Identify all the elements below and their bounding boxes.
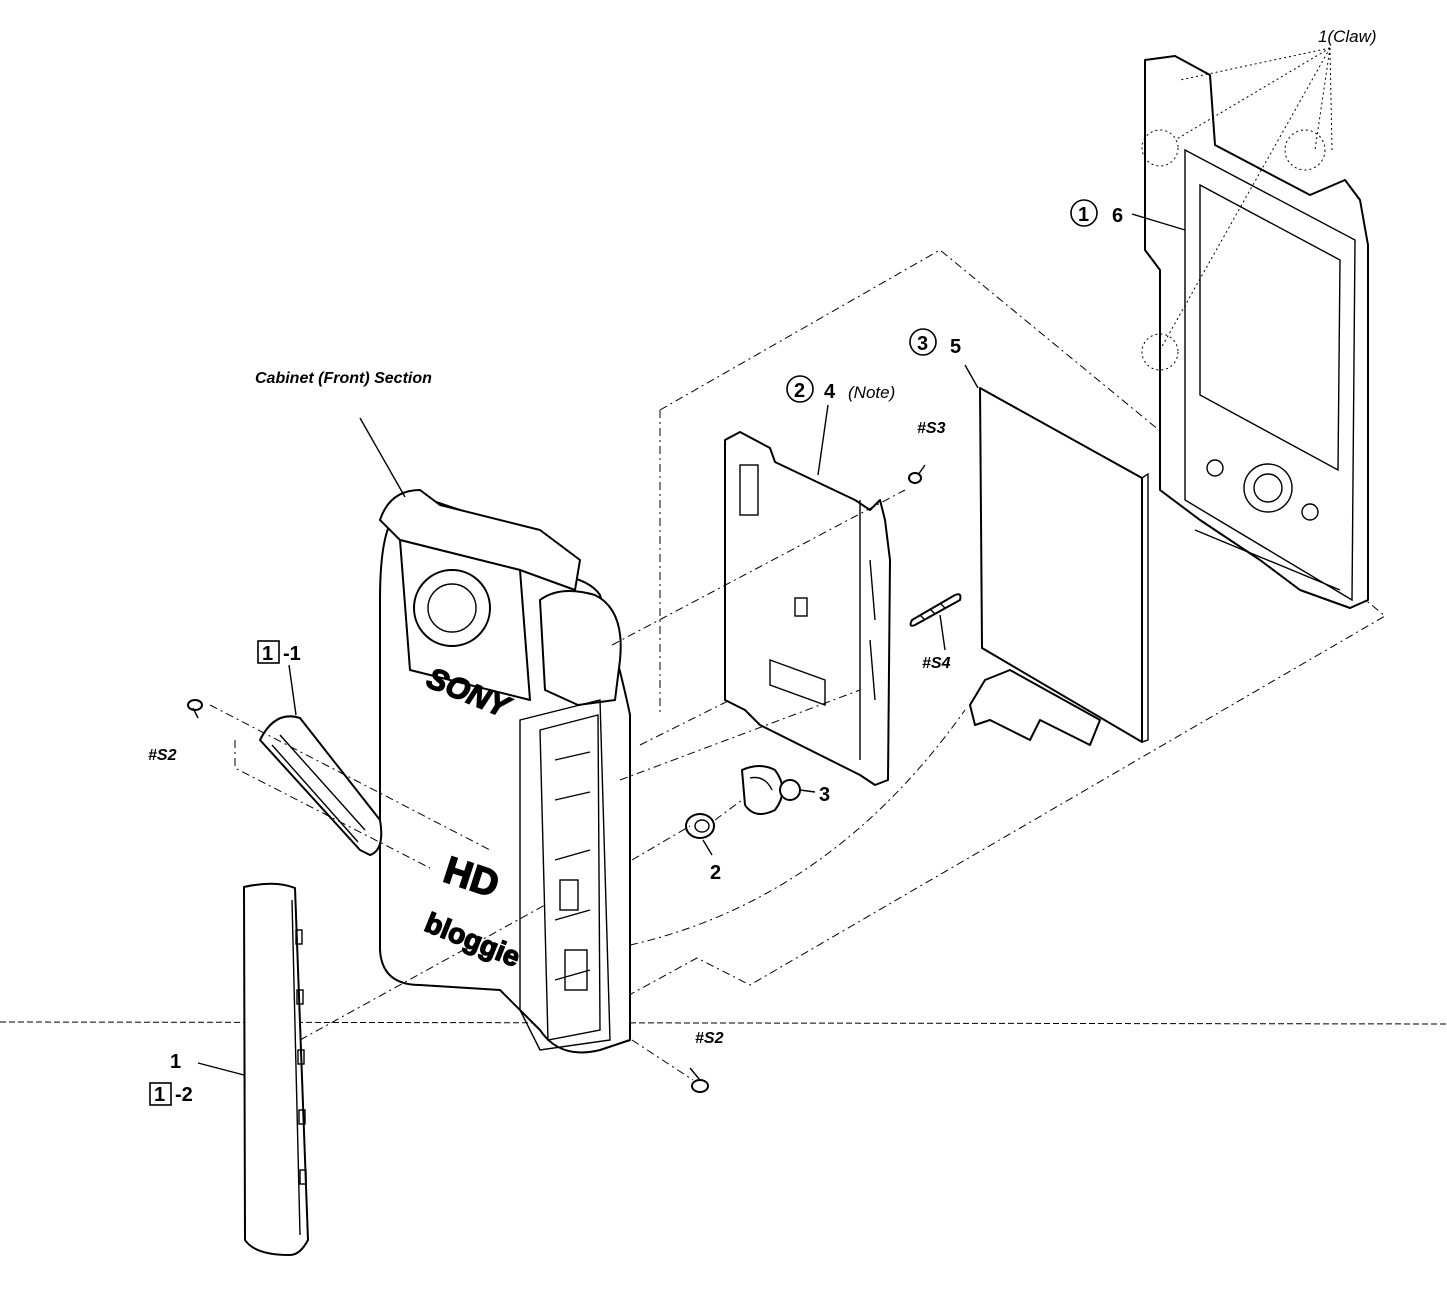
screw-s3 xyxy=(908,464,926,484)
boxed-ref-1-2 xyxy=(149,1082,172,1106)
part-3-leader xyxy=(799,789,816,793)
part-5-number: 5 xyxy=(950,336,961,358)
part-2-ring xyxy=(685,813,715,839)
part-5-lcd-panel xyxy=(969,387,1149,746)
s3-label: #S3 xyxy=(917,420,946,437)
ref-2-number: 2 xyxy=(794,380,805,402)
part-1-1-guide xyxy=(209,704,491,869)
part-1-1-suffix: -1 xyxy=(283,643,301,665)
claw-leaders xyxy=(1159,47,1333,351)
part-1-1 xyxy=(259,715,383,856)
assembly-outline xyxy=(619,249,1386,1001)
s2-bottom-guide xyxy=(631,1039,694,1081)
ref-1-circle xyxy=(1070,199,1098,227)
part-1-2-suffix: -2 xyxy=(175,1084,193,1106)
part-6-leader xyxy=(1131,213,1186,231)
part-3-number: 3 xyxy=(819,784,830,806)
screw-s2-bottom xyxy=(689,1067,709,1093)
part-1-number: 1 xyxy=(170,1051,181,1073)
part-3-bracket xyxy=(741,765,801,815)
boxed-ref-1-1 xyxy=(257,640,280,664)
cabinet-front-section: SONY HD bloggie xyxy=(379,489,631,1054)
claw-circle-1 xyxy=(1141,129,1179,167)
part-6-rear-frame xyxy=(1144,55,1369,609)
part-2-leader xyxy=(702,839,713,856)
section-divider-line xyxy=(0,1021,1447,1025)
part-2-3-guide xyxy=(631,799,743,861)
s2-bottom-label: #S2 xyxy=(695,1030,724,1047)
part-4-shield-plate xyxy=(724,431,891,786)
part-4-leader xyxy=(817,404,829,476)
ref-1-number: 1 xyxy=(1078,204,1089,226)
claw-circle-3 xyxy=(1141,333,1179,371)
part-1-leader xyxy=(197,1062,245,1076)
ref-2-circle xyxy=(786,375,814,403)
part-2-number: 2 xyxy=(710,862,721,884)
screw-s2-left xyxy=(187,699,203,719)
boxed-ref-1-1-number: 1 xyxy=(262,643,273,665)
part-5-guide xyxy=(629,709,966,946)
part-1-guide xyxy=(299,904,546,1041)
claw-circle-2 xyxy=(1284,129,1326,171)
cabinet-leader xyxy=(359,417,406,498)
s4-label: #S4 xyxy=(922,655,951,672)
boxed-ref-1-2-number: 1 xyxy=(154,1084,165,1106)
part-4-number: 4 xyxy=(824,381,836,403)
screw-s4 xyxy=(909,593,962,627)
ref-3-circle xyxy=(909,328,937,356)
part-1-2-side-cover xyxy=(243,882,309,1256)
part-5-leader xyxy=(964,364,979,389)
s4-leader xyxy=(939,614,946,651)
part-6-number: 6 xyxy=(1112,205,1123,227)
part-1-1-leader xyxy=(288,664,297,716)
ref-3-number: 3 xyxy=(917,333,928,355)
note-label: (Note) xyxy=(848,383,895,402)
cabinet-section-label: Cabinet (Front) Section xyxy=(255,370,432,387)
part-4-guide xyxy=(611,489,906,781)
claw-label: 1(Claw) xyxy=(1318,27,1377,46)
s2-left-label: #S2 xyxy=(148,747,177,764)
